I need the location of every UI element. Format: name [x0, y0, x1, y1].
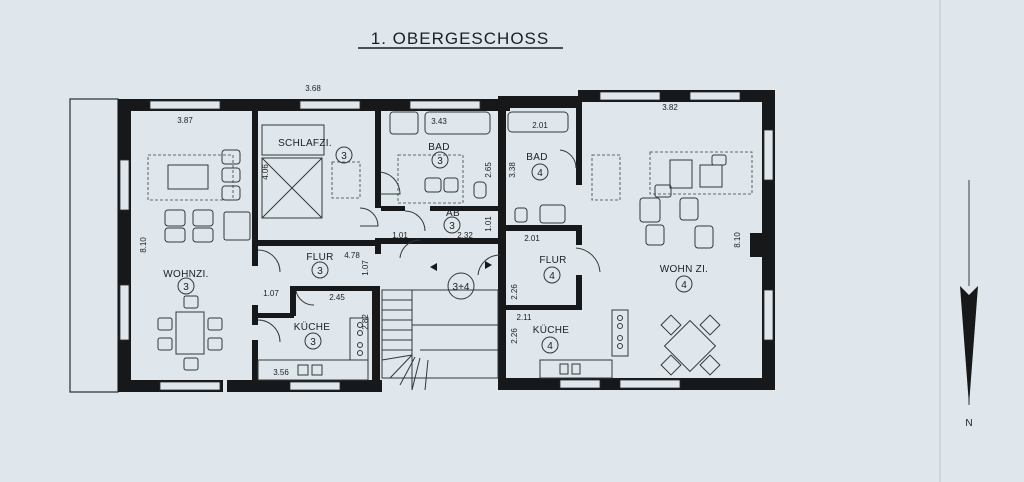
unit-number-bad3: 3	[437, 156, 443, 167]
unit-circle	[431, 151, 449, 169]
dimension-label: 3.56	[273, 368, 289, 377]
dimension-label: 1.07	[361, 260, 370, 276]
north-label: N	[965, 418, 972, 429]
dimension-label: 3.82	[662, 103, 678, 112]
unit-circle	[447, 272, 475, 300]
door-swings	[257, 149, 601, 343]
dimension-label: 2.45	[329, 293, 345, 302]
dimension-label: 3.68	[305, 84, 321, 93]
unit-number-ab3: 3	[449, 221, 455, 232]
dimension-label: 1.01	[392, 231, 408, 240]
room-labels: SCHLAFZI. 3 BAD 3 AB 3 BAD 4 WOHNZI. 3 F…	[163, 138, 709, 354]
north-arrow: N	[960, 180, 978, 429]
room-label-wohn4: WOHN ZI.	[660, 264, 709, 275]
room-label-schlafzimmer: SCHLAFZI.	[278, 138, 332, 149]
unit-number-wohn4: 4	[681, 280, 687, 291]
interior-walls	[252, 100, 582, 390]
room-label-bad4: BAD	[526, 152, 547, 163]
unit-circle	[541, 336, 559, 354]
dimension-label: 2.32	[457, 231, 473, 240]
room-label-kueche3: KÜCHE	[294, 321, 331, 333]
unit-number-wohn3: 3	[183, 282, 189, 293]
unit-number-schlafzimmer: 3	[341, 151, 347, 162]
north-arrow-head	[960, 286, 978, 405]
unit-circle	[304, 332, 322, 350]
windows	[119, 91, 774, 391]
room-label-flur3: FLUR	[306, 252, 333, 263]
dimension-label: 1.01	[484, 216, 493, 232]
dimension-label: 2.26	[510, 328, 519, 344]
room-label-bad3: BAD	[428, 142, 449, 153]
furniture	[147, 111, 753, 381]
dimension-label: 3.43	[431, 117, 447, 126]
unit-circle	[675, 275, 693, 293]
room-label-flur4: FLUR	[539, 255, 566, 266]
dimension-label: 2.26	[510, 284, 519, 300]
unit-circle	[177, 277, 195, 295]
room-label-wohn3: WOHNZI.	[163, 269, 208, 280]
balcony-strip	[69, 98, 119, 393]
dimension-label: 2.01	[524, 234, 540, 243]
unit-number-bad4: 4	[537, 168, 543, 179]
plan-title: 1. OBERGESCHOSS	[371, 29, 549, 48]
unit-number-flur3: 3	[317, 266, 323, 277]
dimension-label: 1.07	[263, 289, 279, 298]
dimension-label: 4.78	[344, 251, 360, 260]
dimension-label: 2.01	[532, 121, 548, 130]
dimension-label: 2.82	[361, 314, 370, 330]
unit-number-stair: 3+4	[453, 282, 470, 293]
dimension-label: 3.87	[177, 116, 193, 125]
unit-circle	[335, 146, 353, 164]
unit-circle	[531, 163, 549, 181]
room-label-kueche4: KÜCHE	[533, 324, 570, 336]
dimension-label: 2.11	[517, 313, 533, 322]
dimension-label: 3.38	[508, 162, 517, 178]
unit-circle	[443, 216, 461, 234]
dimension-label: 8.10	[139, 237, 148, 253]
unit-circle	[311, 261, 329, 279]
unit-circle	[543, 266, 561, 284]
stairwell	[381, 261, 499, 391]
dimension-label: 4.06	[261, 164, 270, 180]
unit-number-flur4: 4	[549, 271, 555, 282]
unit-number-kueche4: 4	[547, 341, 553, 352]
dimension-label: 8.10	[733, 232, 742, 248]
room-label-ab3: AB	[446, 208, 460, 219]
dimension-labels: 3.87 3.68 3.43 2.01 3.82 4.06 2.65 3.38 …	[139, 84, 742, 377]
dimension-label: 2.65	[484, 162, 493, 178]
unit-number-kueche3: 3	[310, 337, 316, 348]
